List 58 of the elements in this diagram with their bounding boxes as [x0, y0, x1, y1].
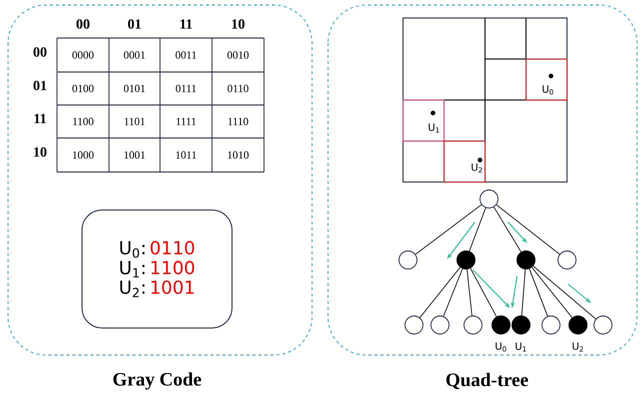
node-label: Gray Code [113, 372, 202, 390]
tree-branch [420, 266, 460, 318]
tree-branch [521, 269, 526, 316]
row-header: 01 [34, 80, 46, 90]
table-cell: 1111 [176, 118, 196, 126]
tree-branch [496, 204, 560, 255]
table-cell: 1110 [228, 118, 248, 126]
tree-node [398, 250, 418, 270]
column-header: 01 [128, 19, 141, 29]
filled-tree-node [492, 316, 510, 334]
point-label: U$_{1}$ [427, 123, 441, 133]
tree-branch [470, 268, 497, 318]
row-header: 10 [34, 147, 46, 157]
point-label: U$_{2}$ [470, 162, 484, 174]
table-cell: 0001 [124, 51, 145, 59]
tree-node [558, 250, 576, 270]
tree-branch [494, 206, 522, 252]
filled-tree-node [512, 316, 530, 334]
column-header: 00 [76, 19, 90, 29]
tree-branch [532, 266, 596, 320]
filled-tree-node [568, 316, 588, 334]
tree-branch [443, 268, 463, 317]
tree-branch [466, 269, 472, 316]
table-cell: 0010 [227, 51, 249, 59]
tree-branch [415, 204, 482, 255]
tree-node [594, 316, 612, 334]
node-label: Quad-tree [446, 372, 528, 390]
table-cell: 0110 [228, 84, 248, 92]
tree-node [480, 190, 498, 208]
row-header: 11 [34, 114, 46, 124]
table-cell: 0100 [72, 84, 94, 92]
table-cell: 1000 [72, 151, 94, 159]
table-cell: 0101 [124, 84, 145, 92]
row-header: 00 [34, 47, 46, 57]
table-cell: 0000 [72, 51, 94, 59]
tree-node [464, 316, 482, 334]
column-header: 11 [180, 19, 192, 29]
table-cell: 0011 [176, 51, 196, 59]
filled-tree-node [516, 250, 536, 270]
table-cell: 1001 [124, 151, 145, 159]
leaf-label: U$_{1}$ [516, 342, 526, 352]
table-cell: 0111 [176, 84, 196, 92]
table-cell: 1010 [228, 151, 249, 159]
point-label: U$_{0}$ [541, 84, 555, 96]
filled-tree-node [456, 250, 476, 270]
tree-node [404, 316, 424, 334]
tree-branch [532, 266, 572, 318]
code-box: U$_{0}$: 0110 U$_{1}$: 1100 U$_{2}$: 1001 [82, 210, 232, 328]
leaf-label: U$_{2}$ [572, 342, 583, 352]
tree-node [542, 316, 560, 334]
leaf-label: U$_{0}$ [496, 342, 506, 352]
tree-node [430, 316, 450, 334]
table-cell: 1101 [124, 118, 145, 126]
table-cell: 1100 [73, 118, 94, 126]
tree-branch [468, 207, 486, 252]
column-header: 10 [232, 19, 244, 29]
tree-branch [529, 268, 548, 317]
table-cell: 1011 [176, 151, 196, 159]
